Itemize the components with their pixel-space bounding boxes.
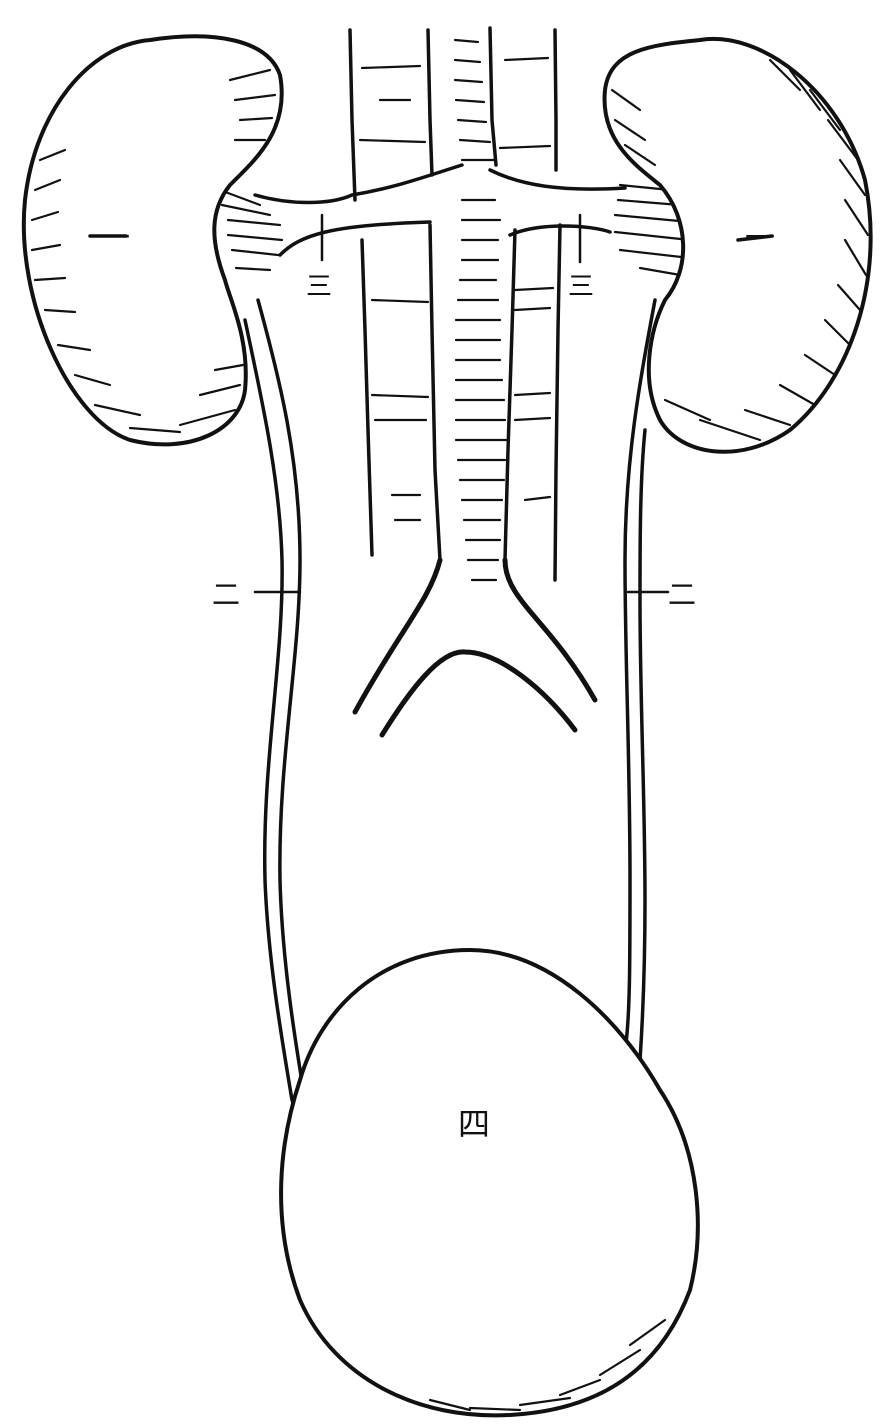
label-ureter-left: 二: [212, 578, 240, 611]
spine-column: [455, 40, 506, 580]
label-ureter-right: 二: [668, 578, 696, 611]
label-bladder: 四: [458, 1105, 490, 1143]
aorta: [350, 28, 556, 200]
kidney-left: [24, 36, 282, 444]
vena-cava: [362, 225, 560, 580]
hilum-left: [220, 190, 282, 270]
label-renal-vessel-right: 三: [568, 272, 594, 302]
label-renal-vessel-left: 三: [306, 272, 332, 302]
label-kidney-right: 一: [745, 221, 775, 256]
vessel-crosshatch-lower: [372, 288, 553, 520]
kidney-right: [605, 39, 871, 452]
iliac-bifurcation: [355, 560, 595, 735]
renal-vessel-right: [490, 170, 625, 262]
vessel-crosshatch-upper: [360, 58, 550, 148]
bladder: [281, 950, 698, 1415]
label-kidney-left: 一: [100, 221, 130, 256]
